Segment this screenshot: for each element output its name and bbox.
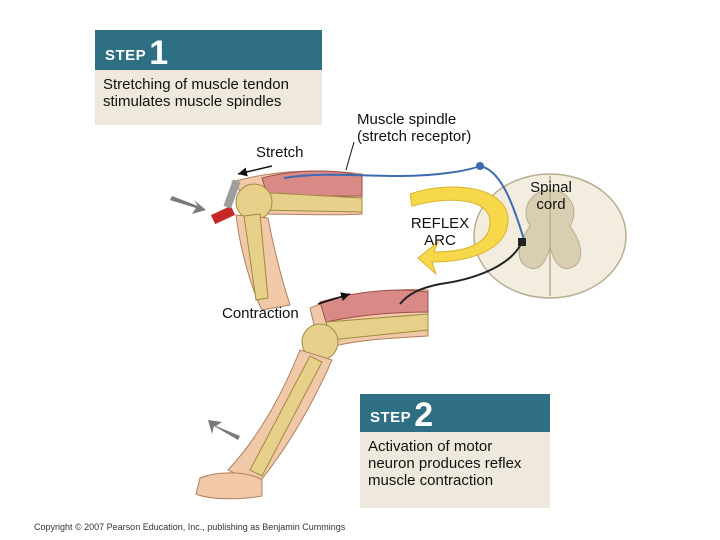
tap-arrow-icon	[170, 196, 206, 214]
step1-word: STEP	[105, 47, 147, 64]
stretch-label: Stretch	[256, 144, 304, 161]
contraction-arrow-icon	[317, 292, 351, 305]
reflex-arc-label: REFLEX ARC	[410, 215, 470, 249]
reflex-arc-arrow-icon	[409, 186, 509, 276]
step2-description: Activation of motor neuron produces refl…	[360, 432, 550, 508]
spinal-cord-label: Spinal cord	[530, 179, 572, 213]
motor-neuron	[399, 241, 523, 305]
step1-number: 1	[149, 34, 169, 72]
step1-description: Stretching of muscle tendon stimulates m…	[95, 70, 322, 125]
step2-number: 2	[414, 396, 434, 434]
lower-leg-contraction	[195, 289, 429, 500]
copyright-notice: Copyright © 2007 Pearson Education, Inc.…	[34, 522, 346, 532]
kick-arrow-icon	[208, 420, 240, 440]
upper-leg-stretch	[210, 170, 363, 311]
step2-word: STEP	[370, 409, 412, 426]
muscle-spindle-label: Muscle spindle (stretch receptor)	[357, 111, 472, 145]
step2-header: STEP 2	[360, 394, 550, 432]
contraction-label: Contraction	[222, 305, 299, 322]
step1-header: STEP 1	[95, 30, 322, 70]
sensory-neuron	[283, 164, 525, 241]
stretch-arrow-icon	[237, 165, 273, 177]
